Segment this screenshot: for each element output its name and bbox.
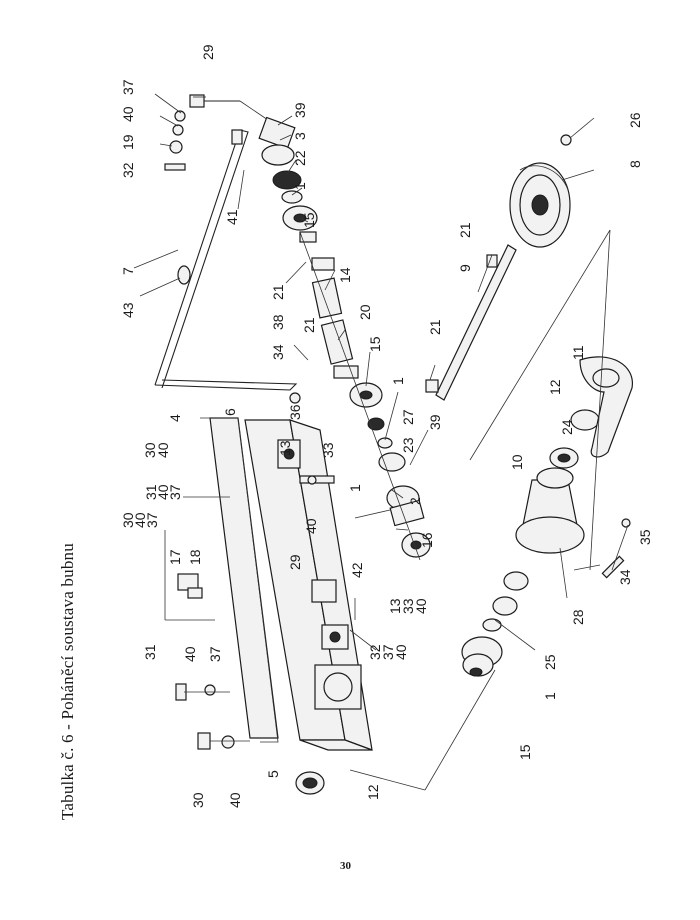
label-2: 2 <box>407 497 423 505</box>
label-15: 15 <box>301 212 317 228</box>
label-21: 21 <box>270 284 286 300</box>
label-21-d: 21 <box>427 319 443 335</box>
label-17: 17 <box>167 549 183 565</box>
label-40-e: 40 <box>132 512 148 528</box>
label-39-b: 39 <box>427 414 443 430</box>
main-housing <box>200 417 373 795</box>
right-shaft-9-pulley-8 <box>425 134 572 401</box>
label-26: 26 <box>627 112 643 128</box>
label-16: 16 <box>419 532 435 548</box>
label-3: 3 <box>292 132 308 140</box>
label-1-d: 1 <box>542 692 558 700</box>
part-labels: 29 37 40 19 32 39 3 22 1 15 41 7 43 21 1… <box>120 44 653 808</box>
label-21-c: 21 <box>457 222 473 238</box>
label-37: 37 <box>120 79 136 95</box>
label-13-b: 13 <box>387 598 403 614</box>
bolt-stacks-left <box>175 475 335 750</box>
label-33-b: 33 <box>400 598 416 614</box>
label-29-b: 29 <box>287 554 303 570</box>
label-40-h: 40 <box>182 646 198 662</box>
label-12: 12 <box>365 784 381 800</box>
label-23: 23 <box>400 437 416 453</box>
label-15-b: 15 <box>367 336 383 352</box>
label-21-b: 21 <box>301 317 317 333</box>
top-bolt-group <box>164 94 240 171</box>
label-41: 41 <box>224 209 240 225</box>
label-40-c: 40 <box>303 518 319 534</box>
label-10: 10 <box>509 454 525 470</box>
label-6: 6 <box>222 408 238 416</box>
lower-shaft-assembly <box>461 356 633 677</box>
label-30-b: 30 <box>120 512 136 528</box>
upper-shaft-assembly <box>239 100 431 561</box>
label-39: 39 <box>292 102 308 118</box>
label-40-g: 40 <box>393 644 409 660</box>
label-13: 13 <box>277 440 293 456</box>
label-28: 28 <box>570 609 586 625</box>
label-32: 32 <box>120 162 136 178</box>
label-36: 36 <box>287 404 303 420</box>
label-19: 19 <box>120 134 136 150</box>
label-42: 42 <box>349 562 365 578</box>
label-40-b: 40 <box>155 442 171 458</box>
label-29: 29 <box>200 44 216 60</box>
label-18: 18 <box>187 549 203 565</box>
label-33: 33 <box>320 442 336 458</box>
label-40-f: 40 <box>413 598 429 614</box>
label-32-b: 32 <box>367 644 383 660</box>
label-34-b: 34 <box>617 569 633 585</box>
label-12-b: 12 <box>547 379 563 395</box>
label-5: 5 <box>265 770 281 778</box>
frame-bar-7 <box>154 129 301 404</box>
page-number: 30 <box>340 860 351 872</box>
label-31-b: 31 <box>142 644 158 660</box>
label-38: 38 <box>270 314 286 330</box>
label-27: 27 <box>400 409 416 425</box>
label-35: 35 <box>637 529 653 545</box>
label-8: 8 <box>627 160 643 168</box>
label-14: 14 <box>337 267 353 283</box>
label-43: 43 <box>120 302 136 318</box>
label-37-b: 37 <box>167 484 183 500</box>
label-30-c: 30 <box>190 792 206 808</box>
label-30: 30 <box>142 442 158 458</box>
label-15-c: 15 <box>517 744 533 760</box>
label-20: 20 <box>357 304 373 320</box>
label-1-b: 1 <box>390 377 406 385</box>
label-34: 34 <box>270 344 286 360</box>
label-24: 24 <box>559 419 575 435</box>
label-37-e: 37 <box>207 646 223 662</box>
label-1: 1 <box>292 182 308 190</box>
label-31: 31 <box>143 484 159 500</box>
label-37-c: 37 <box>144 512 160 528</box>
label-40-d: 40 <box>155 484 171 500</box>
label-40: 40 <box>120 106 136 122</box>
label-9: 9 <box>457 264 473 272</box>
label-11: 11 <box>570 345 586 360</box>
label-1-c: 1 <box>347 484 363 492</box>
label-7: 7 <box>120 267 136 275</box>
label-4: 4 <box>167 414 183 422</box>
label-40-i: 40 <box>227 792 243 808</box>
label-22: 22 <box>292 150 308 166</box>
label-25: 25 <box>542 654 558 670</box>
leader-lines <box>133 93 611 791</box>
label-37-d: 37 <box>380 644 396 660</box>
